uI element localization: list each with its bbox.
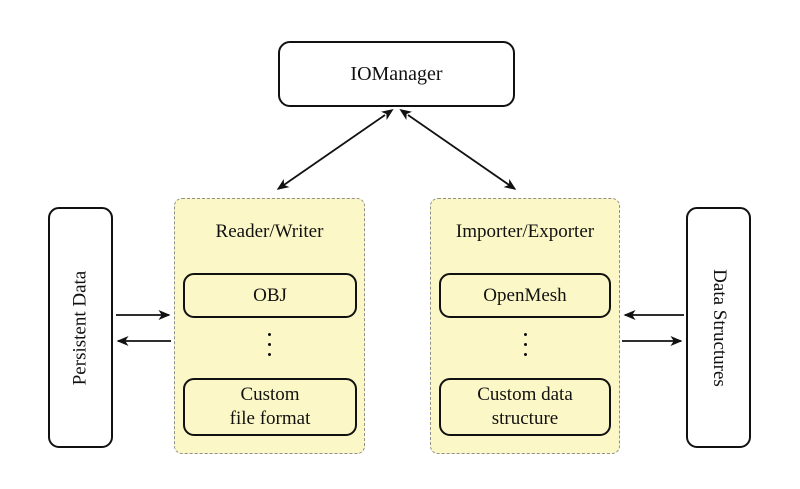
node-persistent-data-label: Persistent Data (69, 270, 91, 385)
arrow-iomanager-importerexporter (399, 109, 517, 190)
node-custom-file-format-label-line2: file format (229, 408, 311, 429)
node-data-structures-label: Data Structures (708, 268, 730, 387)
node-custom-data-structure-label-line1: Custom data (477, 384, 573, 405)
node-custom-data-structure-label-line2: structure (491, 408, 559, 429)
node-obj: OBJ (183, 273, 357, 318)
node-iomanager-label: IOManager (350, 62, 443, 85)
group-reader-writer: Reader/Writer OBJ Custom file format (174, 198, 365, 454)
node-persistent-data: Persistent Data (48, 207, 113, 448)
group-importer-exporter: Importer/Exporter OpenMesh Custom data s… (430, 198, 620, 454)
group-reader-writer-label: Reader/Writer (215, 221, 324, 242)
node-obj-label: OBJ (253, 284, 287, 306)
vertical-ellipsis-icon (431, 333, 619, 356)
node-openmesh: OpenMesh (439, 273, 611, 318)
group-importer-exporter-label: Importer/Exporter (455, 221, 595, 242)
vertical-ellipsis-icon (175, 333, 364, 356)
node-custom-data-structure: Custom data structure (439, 378, 611, 436)
node-data-structures: Data Structures (686, 207, 751, 448)
node-custom-file-format: Custom file format (183, 378, 357, 436)
node-openmesh-label: OpenMesh (483, 284, 567, 306)
node-custom-file-format-label-line1: Custom (240, 384, 300, 405)
node-iomanager: IOManager (278, 41, 515, 107)
arrow-iomanager-readerwriter (276, 109, 394, 190)
